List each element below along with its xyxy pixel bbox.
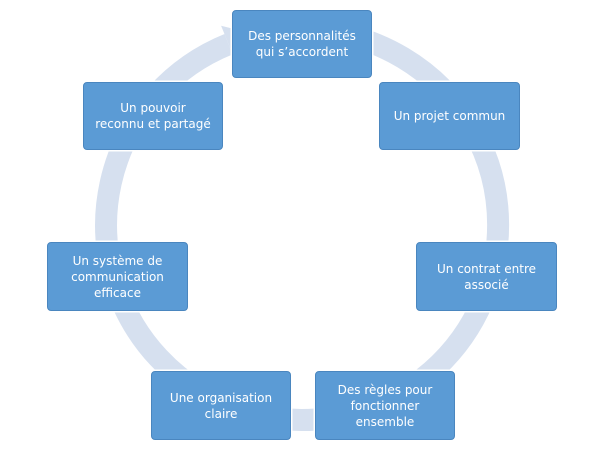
cycle-node-label: Un projet commun (393, 109, 506, 123)
cycle-node-label: Un pouvoir reconnu et partagé (95, 101, 211, 131)
cycle-node-communication: Un système de communication efficace (47, 242, 188, 311)
cycle-node-label: Des règles pour fonctionner ensemble (337, 382, 433, 429)
cycle-node-label: Un contrat entre associé (436, 261, 536, 292)
cycle-node-personnalites: Des personnalités qui s’accordent (232, 10, 372, 78)
cycle-node-label: Une organisation claire (169, 390, 273, 421)
cycle-node-regles: Des règles pour fonctionner ensemble (315, 371, 455, 440)
cycle-node-organisation: Une organisation claire (151, 371, 291, 440)
cycle-node-label: Des personnalités qui s’accordent (248, 29, 356, 59)
cycle-node-contrat: Un contrat entre associé (416, 242, 557, 311)
cycle-node-projet-commun: Un projet commun (379, 82, 520, 150)
cycle-node-pouvoir: Un pouvoir reconnu et partagé (83, 82, 223, 150)
cycle-node-label: Un système de communication efficace (71, 253, 164, 300)
